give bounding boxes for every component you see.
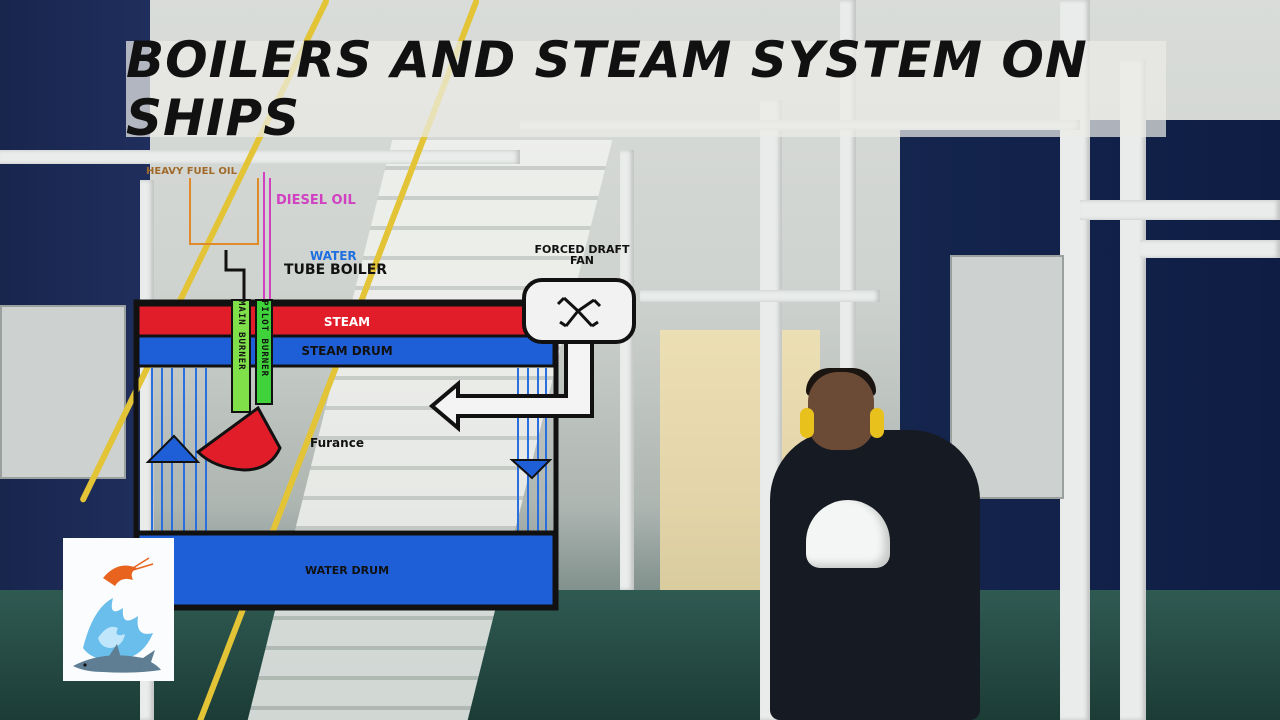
burner-head [195,405,282,472]
air-duct [428,340,594,433]
water-tubes-right [517,368,547,532]
pilot-burner [255,299,273,405]
video-title: BOILERS AND STEAM SYSTEM ON SHIPS [126,31,1088,147]
water-drum-label: WATER DRUM [304,563,390,577]
boiler-frame [133,299,559,611]
main-burner [231,299,251,413]
fuel-connector-line [224,250,246,300]
fan-rotor-icon [556,296,602,328]
left-deflector [145,434,201,463]
pipe [1140,240,1280,258]
steam-drum [136,334,556,368]
engineer-head [808,372,874,450]
ear-protection-icon [870,408,884,438]
engineer-figure [770,430,980,720]
channel-logo [63,538,174,681]
pipe [640,290,880,302]
pipe [0,150,520,164]
furnace-label: Furance [310,436,364,450]
forced-draft-fan-label: FORCED DRAFT FAN [534,243,630,267]
pipe [1080,200,1280,220]
main-burner-label: MAIN BURNER [236,300,246,371]
heavy-fuel-oil-label: HEAVY FUEL OIL [146,166,237,177]
steam-label: STEAM [323,315,371,329]
wall-panel [950,255,1064,499]
pilot-burner-label: PILOT BURNER [259,300,269,378]
steam-drum-label: STEAM DRUM [301,344,393,358]
pipe [620,150,634,590]
ear-protection-icon [800,408,814,438]
diesel-oil-label: DIESEL OIL [276,193,356,208]
hard-hat-icon [806,500,890,568]
heavy-fuel-oil-line [189,178,259,245]
water-drum [136,532,556,608]
shark-logo-icon [73,557,161,673]
title-banner: BOILERS AND STEAM SYSTEM ON SHIPS [126,31,1166,147]
boiler-type-label-line1: WATER [310,249,357,263]
pillar [1120,60,1146,720]
boiler-type-label-line2: TUBE BOILER [284,262,388,278]
right-deflector [509,459,553,480]
